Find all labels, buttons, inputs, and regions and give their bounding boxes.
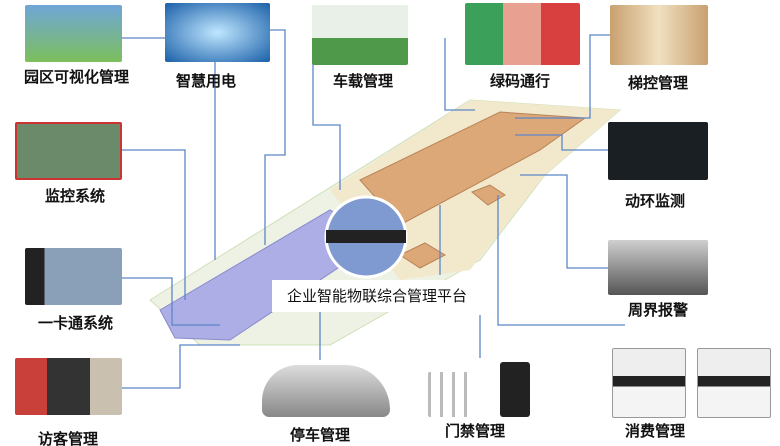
label-visitor: 访客管理: [38, 430, 99, 446]
pos-terminal-image-2: [697, 348, 771, 418]
label-green-code: 绿码通行: [490, 72, 551, 90]
label-perimeter: 周界报警: [628, 301, 689, 319]
label-card: 一卡通系统: [38, 314, 114, 332]
park-visual-image: [25, 5, 122, 62]
label-park-visual: 园区可视化管理: [24, 68, 130, 86]
turnstile-image: [428, 372, 468, 417]
label-parking: 停车管理: [290, 426, 351, 444]
env-monitor-image: [608, 122, 708, 180]
server-icon: [326, 230, 406, 243]
orange-building-small: [471, 184, 506, 206]
elevator-image: [610, 5, 708, 65]
label-elevator: 梯控管理: [628, 74, 689, 92]
monitoring-image: [15, 122, 122, 180]
label-smart-power: 智慧用电: [176, 72, 237, 90]
label-consumption: 消费管理: [625, 422, 686, 440]
visitor-image: [15, 358, 122, 415]
label-access: 门禁管理: [445, 422, 506, 440]
label-vehicle: 车载管理: [333, 72, 394, 90]
bus-image: [312, 5, 408, 65]
smart-power-image: [165, 3, 270, 62]
car-image: [262, 365, 390, 417]
card-image: [25, 248, 122, 305]
orange-building-south: [398, 242, 447, 269]
label-monitoring: 监控系统: [45, 187, 106, 205]
perimeter-image: [608, 240, 708, 295]
green-code-image: [465, 3, 580, 65]
platform-title: 企业智能物联综合管理平台: [272, 280, 482, 312]
pos-terminal-image-1: [612, 348, 686, 418]
label-env-monitor: 动环监测: [625, 192, 686, 210]
face-terminal-image: [500, 362, 530, 417]
